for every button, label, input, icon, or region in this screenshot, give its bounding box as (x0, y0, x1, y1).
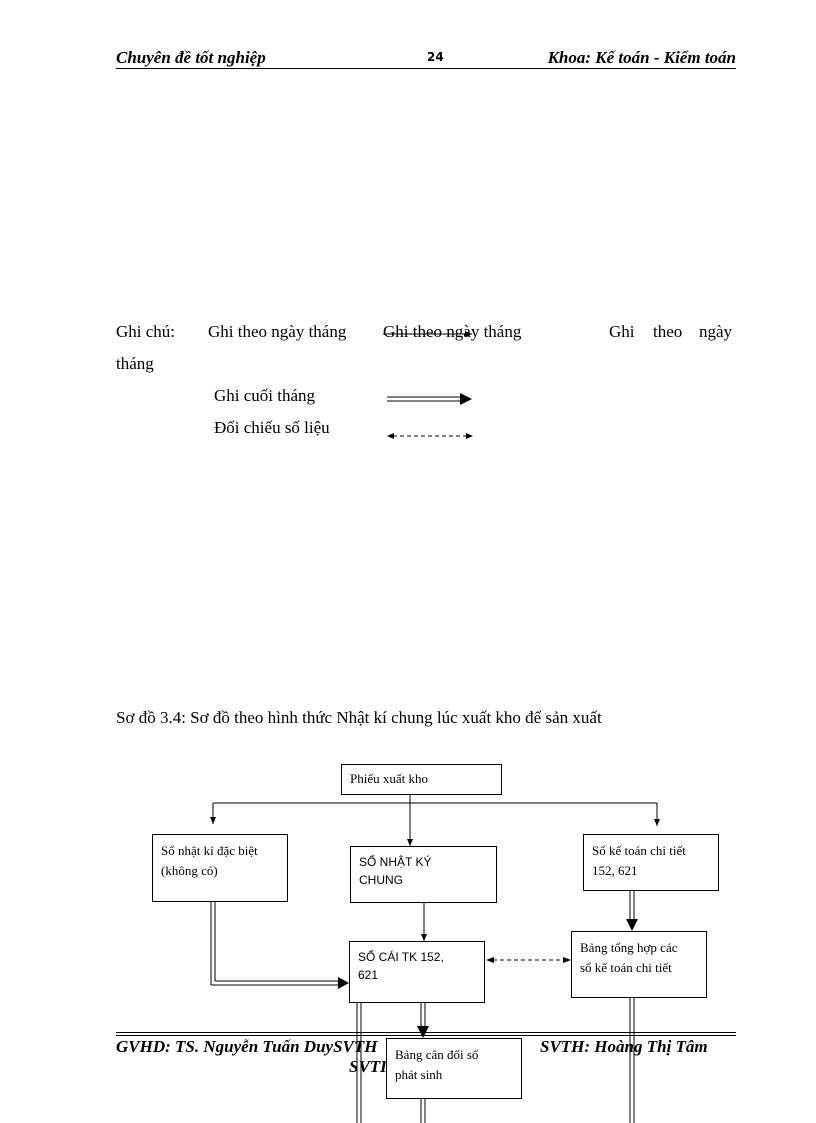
diagram-caption: Sơ đồ 3.4: Sơ đồ theo hình thức Nhật kí … (116, 708, 602, 727)
legend-item-3a: Ghi (609, 322, 635, 341)
legend-double-arrow (387, 393, 472, 405)
general-ledger-line2: 621 (358, 968, 379, 982)
trial-balance-line1: Bảng cân đối số (395, 1047, 479, 1062)
general-journal-line2: CHUNG (359, 873, 403, 887)
header-right: Khoa: Kế toán - Kiểm toán (547, 48, 736, 67)
double-arrow-detail-to-summary (626, 891, 638, 931)
legend-reconcile: Đối chiếu số liệu (214, 418, 330, 437)
general-ledger-line1: SỔ CÁI TK 152, (358, 950, 444, 964)
double-arrow-special-to-ledger (210, 902, 349, 989)
box-summary-table: Bảng tổng hợp các sổ kế toán chi tiết (571, 931, 707, 998)
footer-second: SVTI (349, 1057, 387, 1076)
box-general-ledger: SỔ CÁI TK 152, 621 (349, 941, 485, 1003)
box-general-journal: SỔ NHẬT KÝ CHUNG (350, 846, 497, 903)
footer-rule-1 (116, 1032, 736, 1033)
header-left: Chuyên đề tốt nghiệp (116, 48, 266, 67)
double-lines-bottom (356, 998, 635, 1123)
dashed-reconcile-ledger-summary (486, 957, 571, 963)
special-journal-line2: (không có) (161, 862, 218, 878)
box-issue-slip: Phiếu xuất kho (341, 764, 502, 795)
box-trial-balance: Bảng cân đối số phát sinh (386, 1038, 522, 1099)
box-special-journal: Sổ nhật kí đặc biệt (không có) (152, 834, 288, 902)
special-journal-line1: Sổ nhật kí đặc biệt (161, 843, 258, 858)
legend-label: Ghi chú: (116, 322, 176, 341)
legend-dashed-arrow (387, 433, 473, 439)
box-detail-ledger: Sổ kế toán chi tiết 152, 621 (583, 834, 719, 891)
legend-end-month: Ghi cuối tháng (214, 386, 316, 405)
summary-table-line1: Bảng tổng hợp các (580, 940, 678, 955)
page-number: 24 (427, 50, 444, 64)
general-journal-line1: SỔ NHẬT KÝ (359, 855, 432, 869)
legend-item-2: Ghi theo ngày tháng (383, 322, 522, 341)
legend-item-1: Ghi theo ngày tháng (208, 322, 347, 341)
footer-left: GVHD: TS. Nguyễn Tuấn DuySVTH (116, 1037, 378, 1056)
detail-ledger-line1: Sổ kế toán chi tiết (592, 843, 686, 858)
issue-slip-label: Phiếu xuất kho (350, 771, 428, 786)
header-rule (116, 68, 736, 69)
detail-ledger-line2: 152, 621 (592, 862, 638, 878)
footer-right: SVTH: Hoàng Thị Tâm (540, 1037, 708, 1056)
trial-balance-line2: phát sinh (395, 1066, 443, 1082)
legend-item-3b: theo (653, 322, 683, 341)
legend-item-3c: ngày (699, 322, 733, 341)
summary-table-line2: sổ kế toán chi tiết (580, 959, 672, 975)
legend-item-3-cont: tháng (116, 354, 154, 373)
footer-rule-2 (116, 1035, 736, 1036)
